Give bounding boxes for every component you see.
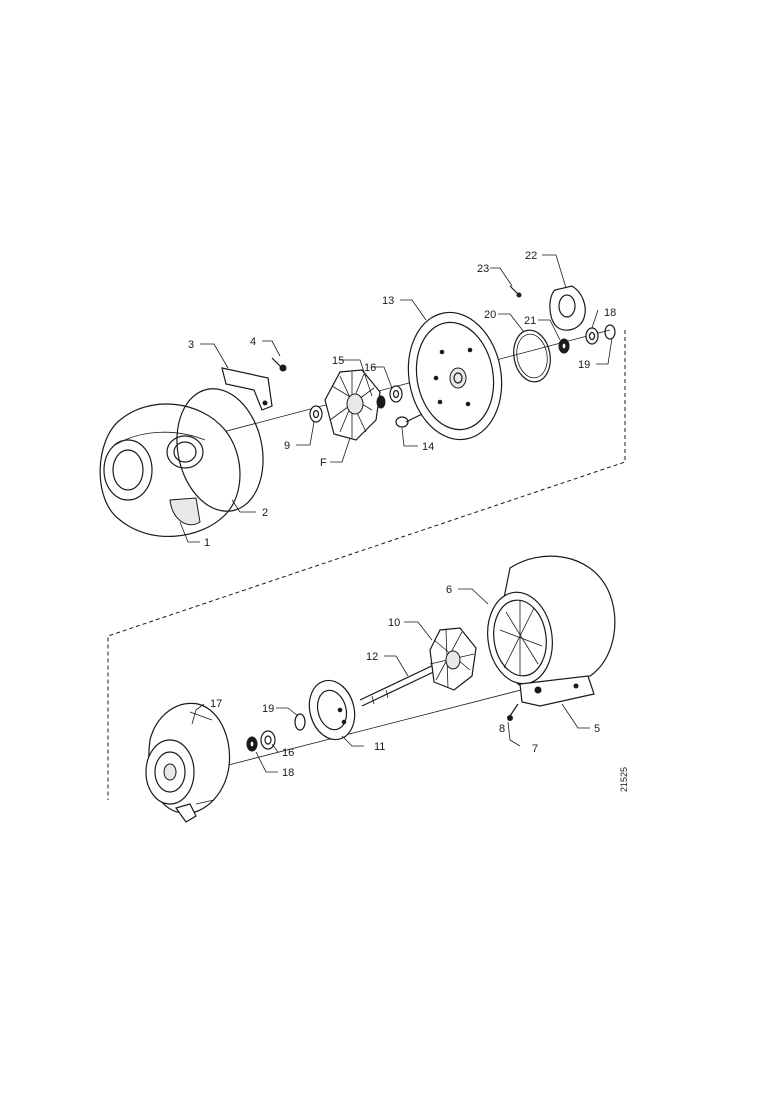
callout-9: 9 xyxy=(284,440,290,452)
bushing-part-18-lower xyxy=(246,736,258,752)
assembly-axis-lines xyxy=(107,329,626,800)
callout-labels: 3 4 15 16 13 20 23 22 21 18 19 9 F 14 2 … xyxy=(188,250,629,792)
shaft-part-12 xyxy=(359,661,443,707)
compressor-wheel-part-f xyxy=(324,369,381,441)
callout-18-lower: 18 xyxy=(282,767,294,779)
callout-8: 8 xyxy=(499,723,505,735)
callout-12: 12 xyxy=(366,651,378,663)
screw-part-4 xyxy=(271,357,287,372)
callout-2: 2 xyxy=(262,507,268,519)
figure-code: 21525 xyxy=(619,767,629,792)
callout-1: 1 xyxy=(204,537,210,549)
callout-22: 22 xyxy=(525,250,537,262)
lock-plate-part-3 xyxy=(221,367,273,411)
turbine-wheel-part-10 xyxy=(429,627,477,691)
callout-4: 4 xyxy=(250,336,256,348)
bushing-part-18-upper xyxy=(585,327,599,345)
callout-5: 5 xyxy=(594,723,600,735)
insert-part-22 xyxy=(549,285,586,331)
callout-f: F xyxy=(320,457,327,469)
heat-shield-part-11 xyxy=(308,679,356,741)
retaining-ring-part-19-upper xyxy=(604,324,616,340)
callout-19-lower: 19 xyxy=(262,703,274,715)
screw-part-8 xyxy=(507,703,519,721)
compressor-housing-part-1 xyxy=(99,403,241,537)
callout-17: 17 xyxy=(210,698,222,710)
callout-18-upper: 18 xyxy=(604,307,616,319)
bearing-housing-part-13 xyxy=(407,311,503,441)
callout-19-upper: 19 xyxy=(578,359,590,371)
seal-ring-part-21 xyxy=(558,338,570,354)
compressor-cover-part-17 xyxy=(145,702,231,823)
callout-15-upper: 15 xyxy=(332,355,344,367)
thrust-collar-part-16 xyxy=(389,385,403,403)
nut-part-9 xyxy=(309,405,323,423)
callout-6: 6 xyxy=(446,584,452,596)
screw-part-23 xyxy=(509,285,522,298)
retaining-ring-part-19-lower xyxy=(294,713,306,731)
callout-21: 21 xyxy=(524,315,536,327)
bolt-part-14 xyxy=(395,413,423,428)
callout-10: 10 xyxy=(388,617,400,629)
collar-part-16-lower xyxy=(260,730,276,750)
turbine-housing-part-6 xyxy=(487,555,616,707)
callout-16-lower: 16 xyxy=(282,747,294,759)
callout-20: 20 xyxy=(484,309,496,321)
o-ring-part-20 xyxy=(513,329,551,383)
callout-23: 23 xyxy=(477,263,489,275)
o-ring-part-2 xyxy=(176,388,264,512)
callout-7: 7 xyxy=(532,743,538,755)
callout-11: 11 xyxy=(374,741,385,753)
callout-14: 14 xyxy=(422,441,434,453)
callout-13: 13 xyxy=(382,295,394,307)
thrust-ring-part-15 xyxy=(376,395,386,409)
callout-3: 3 xyxy=(188,339,194,351)
callout-16-upper: 16 xyxy=(364,362,376,374)
callout-leaders xyxy=(179,254,613,773)
